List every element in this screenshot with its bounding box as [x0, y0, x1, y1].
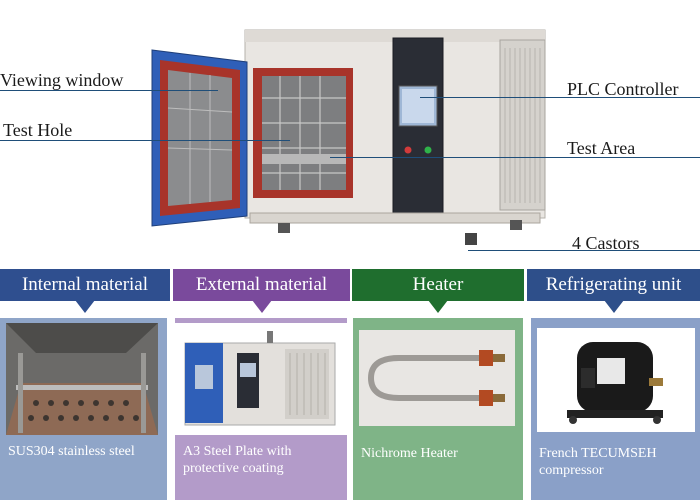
heater-panel: Nichrome Heater: [353, 318, 523, 500]
external-material-panel: A3 Steel Plate with protective coating: [175, 318, 347, 500]
heater-header: Heater: [352, 269, 524, 313]
compressor-photo: [537, 328, 695, 432]
nichrome-heater-photo: [359, 330, 515, 426]
test-area-label: Test Area: [567, 138, 636, 158]
castors-line: [468, 250, 700, 251]
test-area-line: [330, 157, 700, 158]
external-material-caption: A3 Steel Plate with protective coating: [183, 444, 292, 476]
heater-caption: Nichrome Heater: [361, 446, 458, 461]
viewing-window-line: [0, 90, 218, 91]
test-hole-line: [0, 140, 290, 141]
refrigerating-unit-caption: French TECUMSEH compressor: [539, 446, 657, 478]
external-chamber-photo: [175, 323, 347, 435]
external-material-header: External material: [173, 269, 350, 313]
plc-controller-label: PLC Controller: [567, 79, 679, 99]
stainless-interior-photo: [6, 323, 158, 435]
internal-material-caption: SUS304 stainless steel: [8, 444, 135, 459]
refrigerating-unit-header: Refrigerating unit: [527, 269, 700, 313]
internal-material-panel: SUS304 stainless steel: [0, 318, 167, 500]
castors-label: 4 Castors: [572, 233, 640, 253]
test-chamber-illustration: [151, 29, 546, 245]
test-hole-label: Test Hole: [3, 120, 73, 140]
plc-controller-line: [420, 97, 700, 98]
refrigerating-unit-panel: French TECUMSEH compressor: [531, 318, 700, 500]
viewing-window-label: Viewing window: [0, 70, 124, 90]
internal-material-header: Internal material: [0, 269, 170, 313]
